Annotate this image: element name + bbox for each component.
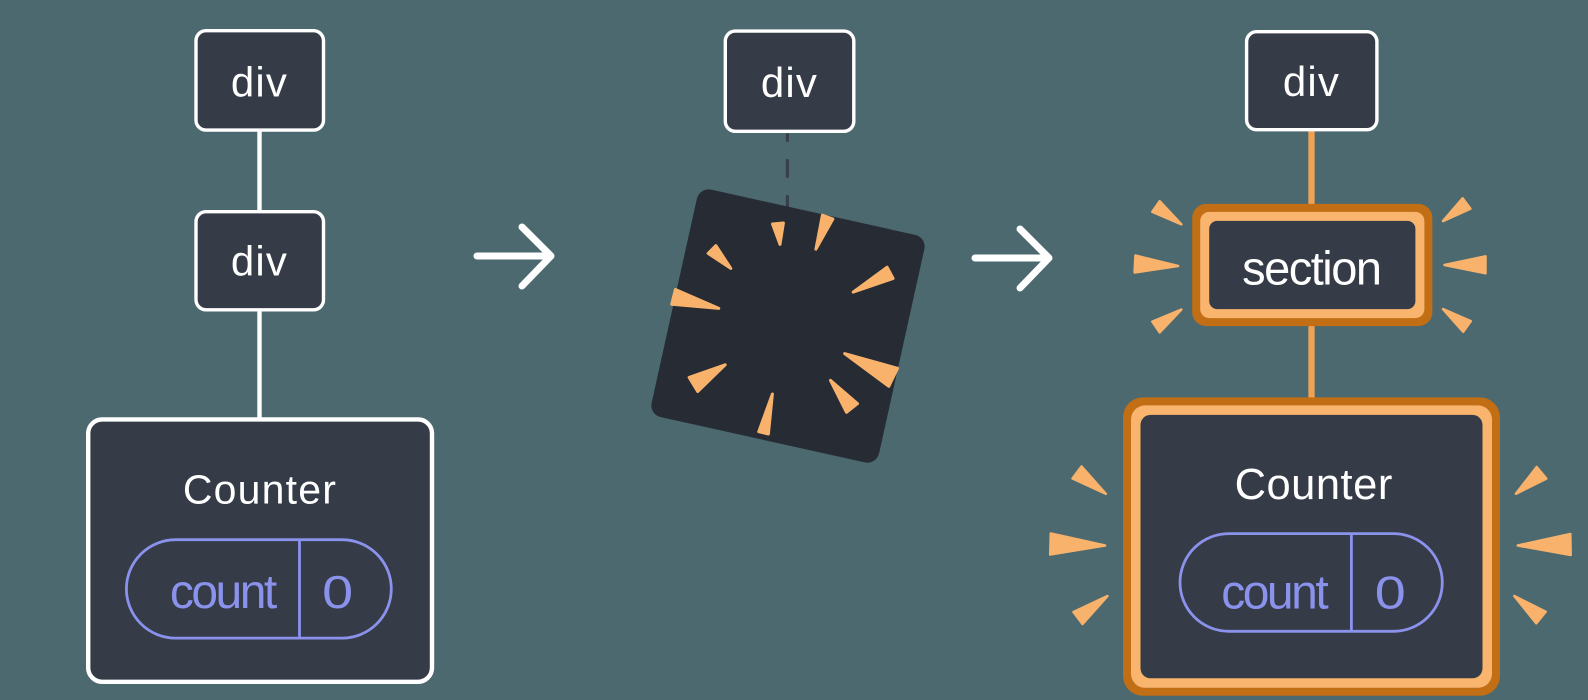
svg-text:section: section <box>1242 242 1380 295</box>
svg-text:count: count <box>170 566 277 619</box>
svg-text:div: div <box>231 59 288 106</box>
svg-text:Counter: Counter <box>183 466 337 512</box>
svg-text:0: 0 <box>322 566 353 618</box>
svg-text:0: 0 <box>1375 567 1406 619</box>
svg-text:Counter: Counter <box>1235 461 1393 509</box>
svg-text:div: div <box>1283 58 1340 105</box>
svg-text:div: div <box>231 238 288 285</box>
svg-text:count: count <box>1221 567 1328 620</box>
svg-text:div: div <box>761 59 818 106</box>
